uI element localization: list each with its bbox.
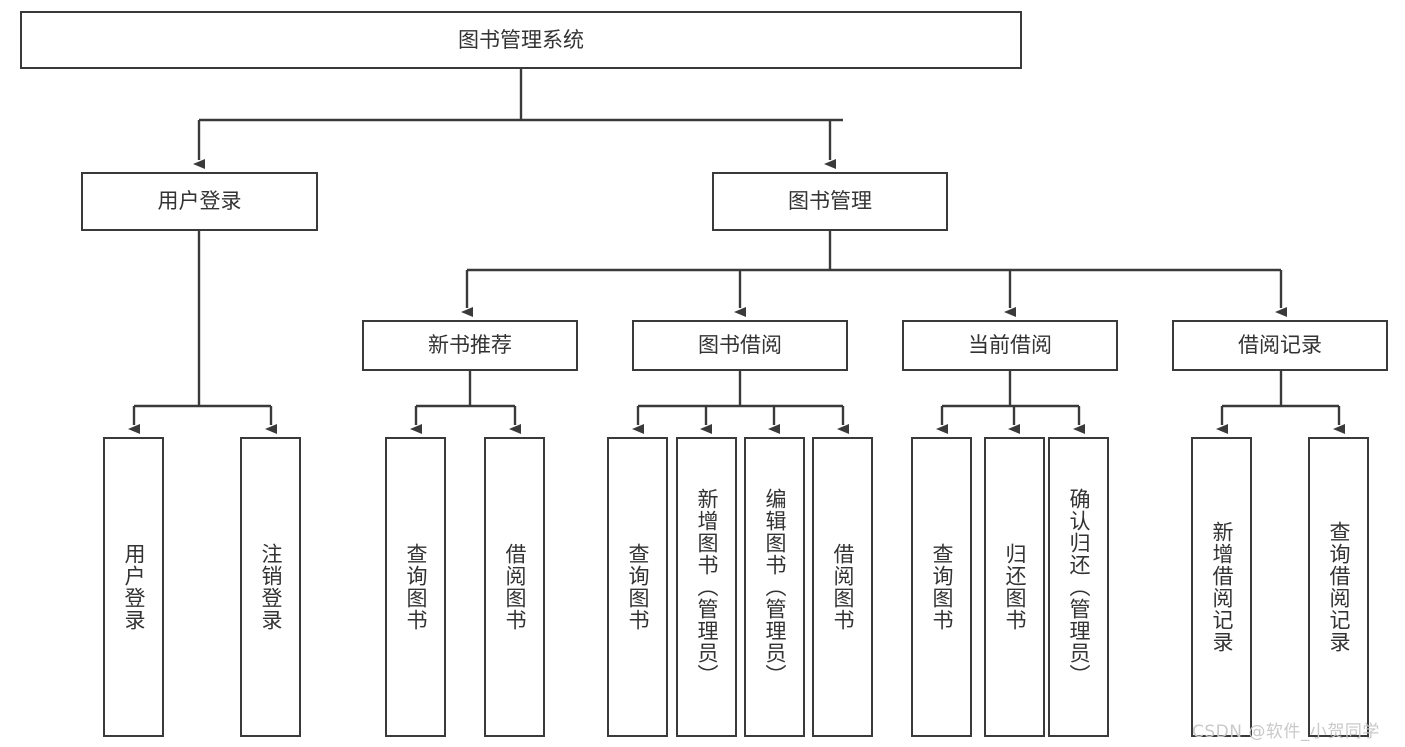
leaf-node[interactable]: 借阅图书 — [812, 437, 873, 737]
leaf-node[interactable]: 借阅图书 — [484, 437, 545, 737]
leaf-label: 用户登录 — [122, 543, 146, 631]
leaf-node[interactable]: 新增图书（管理员） — [676, 437, 737, 737]
leaf-node[interactable]: 查询图书 — [385, 437, 446, 737]
leaf-node[interactable]: 归还图书 — [984, 437, 1045, 737]
leaf-node[interactable]: 注销登录 — [240, 437, 301, 737]
leaf-label: 借阅图书 — [503, 543, 527, 631]
leaf-label: 查询图书 — [930, 543, 954, 631]
leaf-label: 注销登录 — [259, 543, 283, 631]
leaf-label: 查询借阅记录 — [1327, 521, 1351, 653]
node-borrow-record[interactable]: 借阅记录 — [1172, 320, 1388, 371]
leaf-label: 新增借阅记录 — [1210, 521, 1234, 653]
leaf-label: 新增图书（管理员） — [695, 488, 719, 686]
leaf-node[interactable]: 确认归还（管理员） — [1048, 437, 1109, 737]
leaf-label: 编辑图书（管理员） — [763, 488, 787, 686]
leaf-node[interactable]: 用户登录 — [103, 437, 164, 737]
leaf-label: 归还图书 — [1003, 543, 1027, 631]
leaf-node[interactable]: 查询图书 — [607, 437, 668, 737]
leaf-label: 查询图书 — [404, 543, 428, 631]
leaf-label: 查询图书 — [626, 543, 650, 631]
node-book-management[interactable]: 图书管理 — [712, 172, 948, 231]
csdn-watermark: CSDN @软件_小贺同学 — [1192, 722, 1380, 742]
node-book-borrow[interactable]: 图书借阅 — [632, 320, 848, 371]
node-current-borrow[interactable]: 当前借阅 — [902, 320, 1118, 371]
leaf-node[interactable]: 查询借阅记录 — [1308, 437, 1369, 737]
node-root[interactable]: 图书管理系统 — [20, 11, 1022, 69]
leaf-node[interactable]: 查询图书 — [911, 437, 972, 737]
leaf-node[interactable]: 编辑图书（管理员） — [744, 437, 805, 737]
leaf-node[interactable]: 新增借阅记录 — [1191, 437, 1252, 737]
node-user-login[interactable]: 用户登录 — [81, 172, 318, 231]
leaf-label: 确认归还（管理员） — [1067, 488, 1091, 686]
leaf-label: 借阅图书 — [831, 543, 855, 631]
node-new-book-recommend[interactable]: 新书推荐 — [362, 320, 578, 371]
